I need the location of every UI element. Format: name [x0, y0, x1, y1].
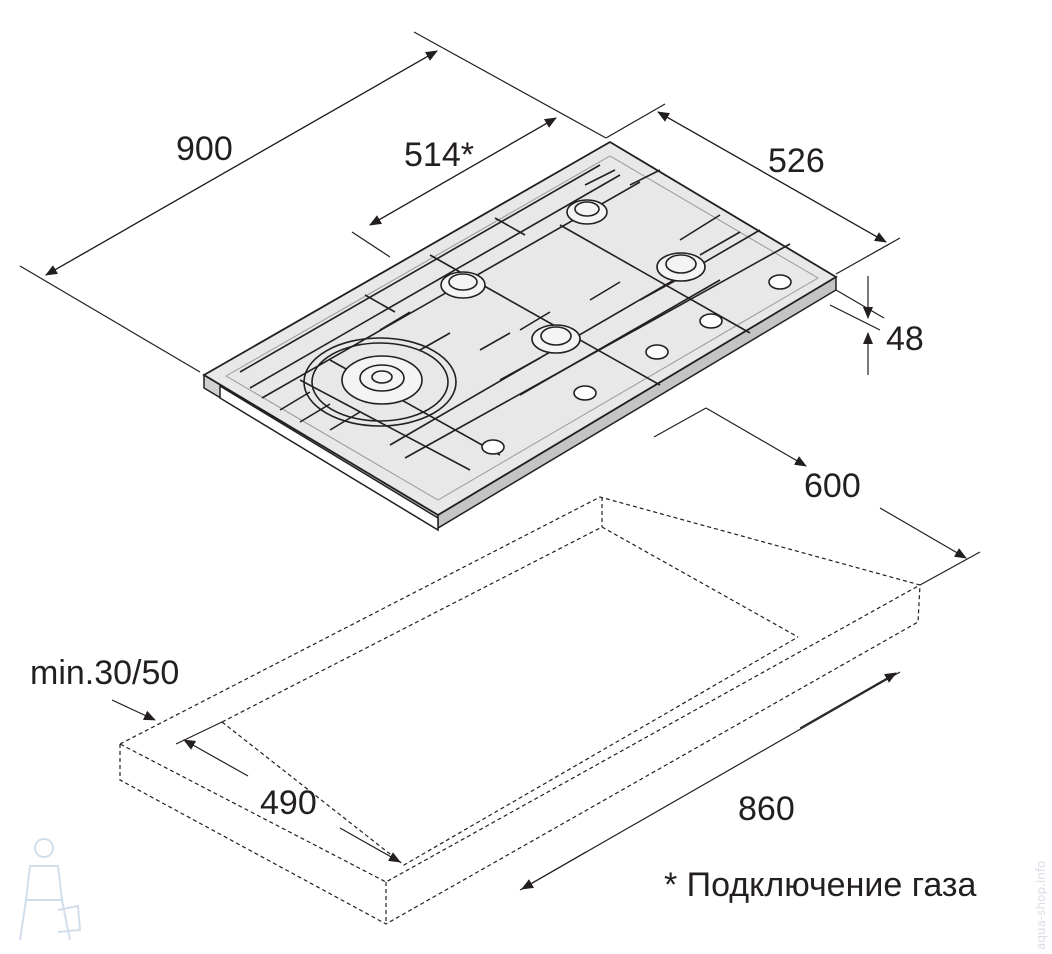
burner-back	[566, 199, 608, 225]
control-knobs	[481, 274, 792, 455]
dim-cutout-width: 860	[738, 790, 795, 828]
knob-5	[768, 274, 792, 290]
dim-width-overall: 900	[176, 130, 233, 168]
dimension-lines	[19, 31, 981, 891]
knob-1	[481, 439, 505, 455]
wok-burner	[303, 337, 457, 427]
burners	[303, 199, 706, 427]
watermark-text: aqua-shop.info	[1034, 861, 1048, 950]
knob-3	[645, 344, 669, 360]
knob-4	[699, 313, 723, 329]
dim-cutout-depth: 490	[260, 784, 317, 822]
burner-right	[656, 252, 706, 282]
hob-body	[219, 384, 439, 532]
burner-center	[531, 324, 581, 354]
knob-2	[573, 385, 597, 401]
hob	[202, 140, 838, 532]
dim-height: 48	[886, 320, 924, 358]
cutout-outline	[119, 496, 922, 925]
hob-top-inset	[225, 155, 819, 501]
footnote-gas-connection: * Подключение газа	[664, 866, 976, 904]
dim-gas-connection: 514*	[404, 136, 474, 174]
hob-top-surface	[202, 140, 838, 517]
dim-depth-overall: 526	[768, 142, 825, 180]
burner-small-left	[440, 271, 486, 299]
plumber-logo-icon	[19, 838, 82, 941]
dim-min-clearance: min.30/50	[30, 654, 179, 692]
dim-cutout-outer: 600	[804, 467, 861, 505]
